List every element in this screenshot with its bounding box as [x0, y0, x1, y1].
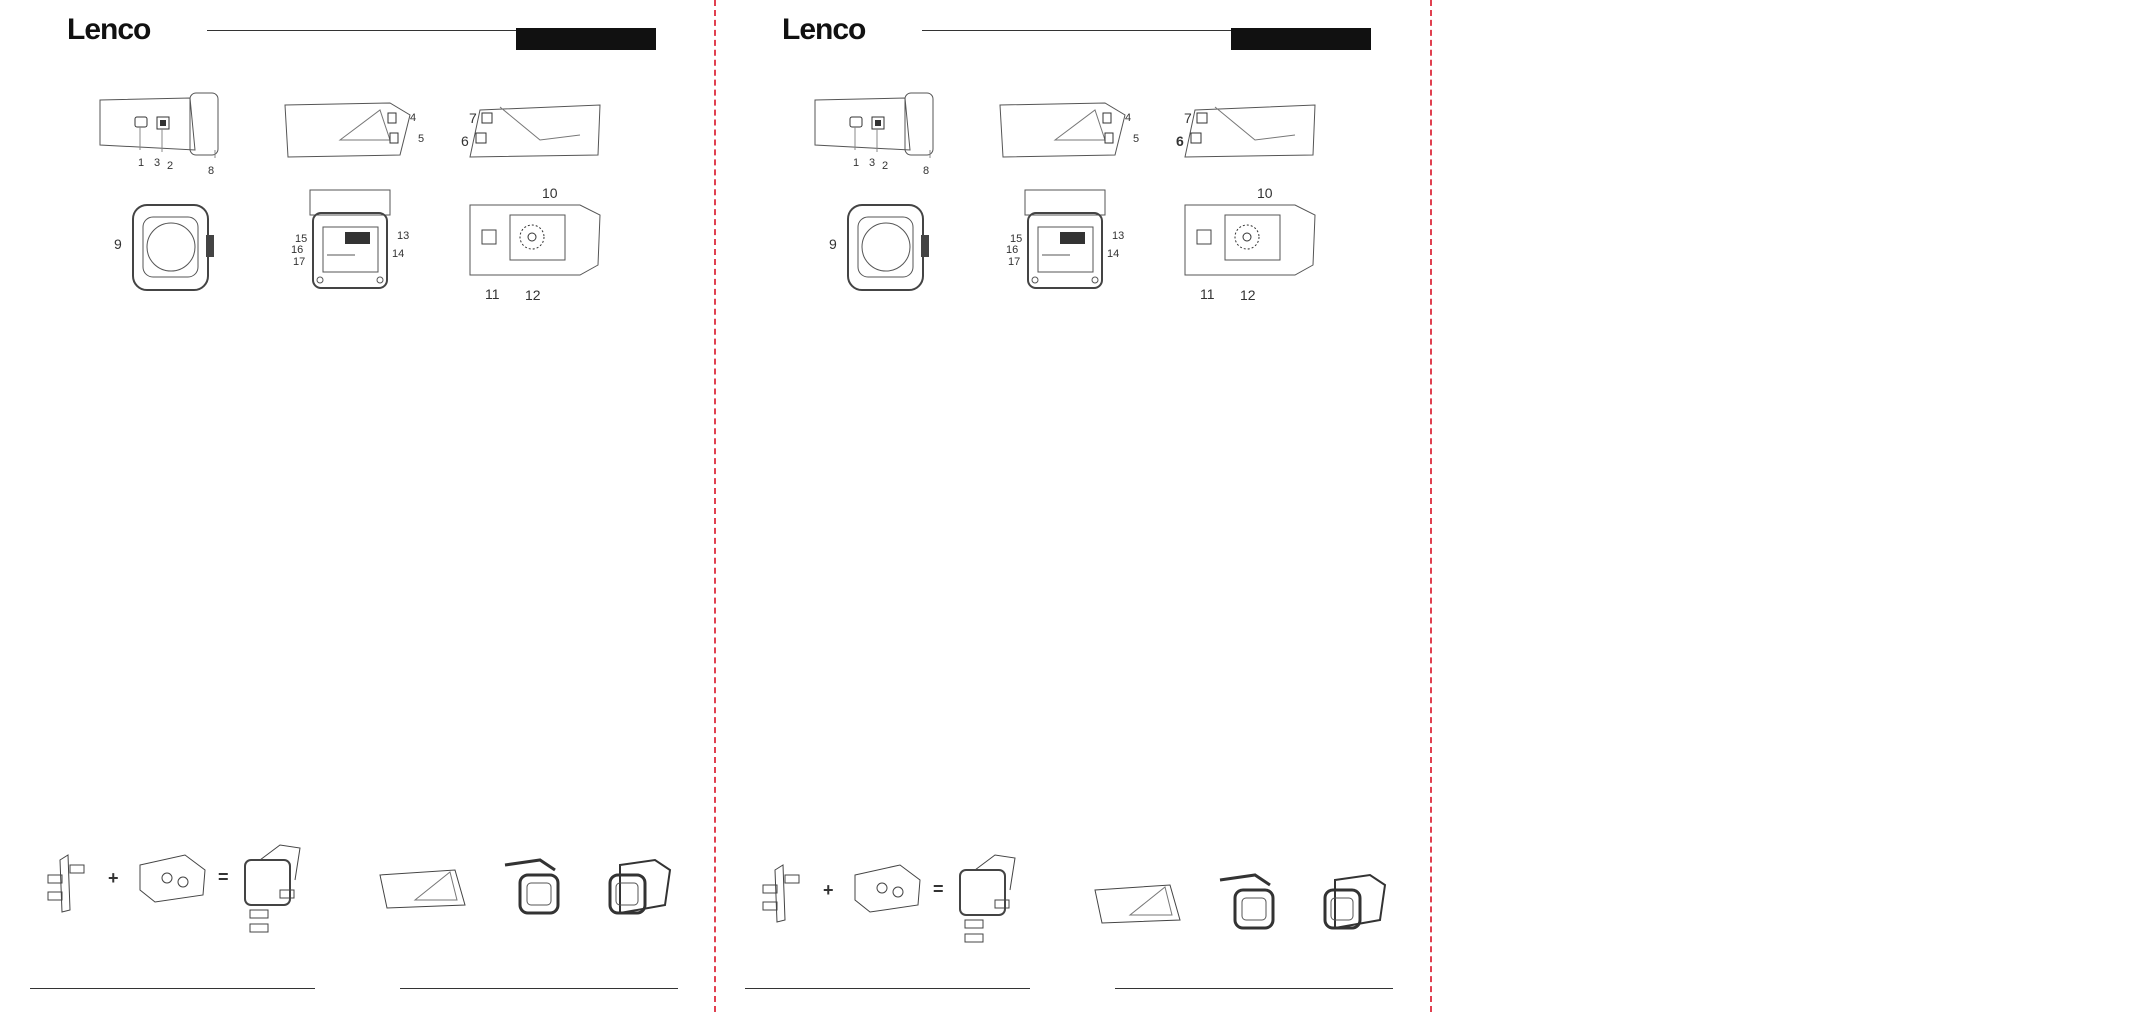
camera-front-view-figure — [95, 90, 235, 165]
callout-4: 4 — [410, 112, 417, 124]
header-bar — [516, 28, 656, 50]
battery-compartment-figure — [1020, 185, 1110, 295]
mount-clip-figure — [40, 850, 100, 920]
callout-2: 2 — [882, 160, 889, 172]
callout-17: 17 — [293, 256, 306, 268]
cut-line-2 — [1430, 0, 1432, 1012]
callout-8: 8 — [208, 165, 215, 177]
callout-6: 6 — [1176, 133, 1184, 149]
callout-16: 16 — [1006, 244, 1019, 256]
callout-9: 9 — [829, 236, 837, 252]
callout-14: 14 — [1107, 248, 1120, 260]
camera-left-side-figure — [460, 95, 610, 170]
camera-lens-figure — [843, 200, 929, 295]
manual-page-right: Lenco 1 3 2 8 4 5 7 6 9 — [745, 0, 1395, 1012]
mounted-camera-figure — [240, 840, 315, 935]
brand-logo: Lenco — [782, 13, 866, 46]
camera-housing-figure — [850, 860, 925, 915]
camera-right-side-figure — [995, 95, 1145, 170]
camera-lens-figure — [128, 200, 214, 295]
plus-sign: + — [108, 868, 119, 888]
callout-1: 1 — [138, 157, 145, 169]
housing-front-figure — [600, 855, 675, 920]
equals-sign: = — [933, 879, 944, 899]
callout-13: 13 — [397, 230, 410, 242]
footer-rule-left — [745, 988, 1030, 989]
header-rule — [922, 30, 1262, 31]
callout-6: 6 — [461, 133, 469, 149]
callout-9: 9 — [114, 236, 122, 252]
mount-clip-figure — [755, 860, 815, 930]
callout-11: 11 — [485, 286, 500, 302]
footer-rule-right — [400, 988, 678, 989]
callout-3: 3 — [869, 157, 876, 169]
housing-side-figure — [1090, 875, 1185, 930]
camera-bottom-view-figure — [460, 200, 610, 285]
plus-sign: + — [823, 880, 834, 900]
footer-rule-right — [1115, 988, 1393, 989]
callout-12: 12 — [525, 287, 541, 303]
callout-13: 13 — [1112, 230, 1125, 242]
manual-page-left: Lenco 1 3 2 8 4 5 7 6 9 — [30, 0, 680, 1012]
callout-10: 10 — [542, 185, 558, 201]
callout-12: 12 — [1240, 287, 1256, 303]
housing-front-figure — [1315, 870, 1390, 935]
brand-logo: Lenco — [67, 13, 151, 46]
callout-14: 14 — [392, 248, 405, 260]
callout-1: 1 — [853, 157, 860, 169]
callout-3: 3 — [154, 157, 161, 169]
callout-15: 15 — [1010, 233, 1023, 245]
mounted-camera-figure — [955, 850, 1030, 945]
camera-right-side-figure — [280, 95, 430, 170]
camera-bottom-view-figure — [1175, 200, 1325, 285]
housing-frame-figure — [495, 855, 570, 920]
camera-housing-figure — [135, 850, 210, 905]
camera-left-side-figure — [1175, 95, 1325, 170]
callout-4: 4 — [1125, 112, 1132, 124]
callout-7: 7 — [1184, 110, 1192, 126]
cut-line-1 — [714, 0, 716, 1012]
callout-17: 17 — [1008, 256, 1021, 268]
battery-compartment-figure — [305, 185, 395, 295]
callout-7: 7 — [469, 110, 477, 126]
housing-side-figure — [375, 860, 470, 915]
header-bar — [1231, 28, 1371, 50]
callout-15: 15 — [295, 233, 308, 245]
camera-front-view-figure — [810, 90, 950, 165]
callout-5: 5 — [1133, 133, 1140, 145]
callout-2: 2 — [167, 160, 174, 172]
callout-8: 8 — [923, 165, 930, 177]
header-rule — [207, 30, 547, 31]
callout-11: 11 — [1200, 286, 1215, 302]
callout-10: 10 — [1257, 185, 1273, 201]
footer-rule-left — [30, 988, 315, 989]
equals-sign: = — [218, 867, 229, 887]
callout-16: 16 — [291, 244, 304, 256]
housing-frame-figure — [1210, 870, 1285, 935]
callout-5: 5 — [418, 133, 425, 145]
